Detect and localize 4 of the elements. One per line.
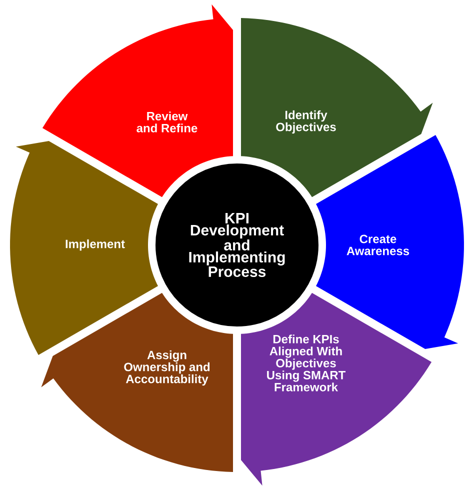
cycle-segment: Define KPIs Aligned With Objectives Using SMART Framework — [241, 292, 432, 486]
cycle-segment: Assign Ownership and Accountability — [41, 292, 233, 472]
cycle-segment: Review and Refine — [42, 4, 233, 198]
cycle-segment: Identify Objectives — [241, 18, 433, 198]
